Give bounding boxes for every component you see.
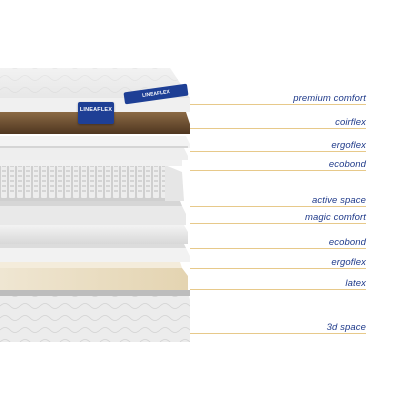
leader-line-magic-comfort	[190, 223, 366, 224]
leader-line-latex	[190, 289, 366, 290]
leader-line-ergoflex-lower	[190, 268, 366, 269]
layer-label-active-space: active space	[311, 195, 366, 206]
layer-label-ergoflex-lower: ergoflex	[331, 257, 366, 268]
layer-label-latex: latex	[345, 278, 366, 289]
leader-line-premium-comfort	[190, 104, 366, 105]
leader-line-ecobond-upper	[190, 170, 366, 171]
brand-patch-text: LINEAFLEX	[79, 107, 113, 113]
leader-line-ergoflex-upper	[190, 151, 366, 152]
layer-label-premium-comfort: premium comfort	[293, 93, 366, 104]
layer-label-ecobond-lower: ecobond	[328, 237, 366, 248]
leader-line-ecobond-lower	[190, 248, 366, 249]
layer-label-coirflex: coirflex	[335, 117, 366, 128]
layer-label-ergoflex-upper: ergoflex	[331, 140, 366, 151]
layer-label-ecobond-upper: ecobond	[328, 159, 366, 170]
brand-patch-logo: LINEAFLEX	[78, 102, 114, 124]
layer-label-3d-space: 3d space	[326, 322, 366, 333]
leader-line-coirflex	[190, 128, 366, 129]
leader-line-active-space	[190, 206, 366, 207]
leader-line-3d-space	[190, 333, 366, 334]
layer-label-magic-comfort: magic comfort	[305, 212, 366, 223]
